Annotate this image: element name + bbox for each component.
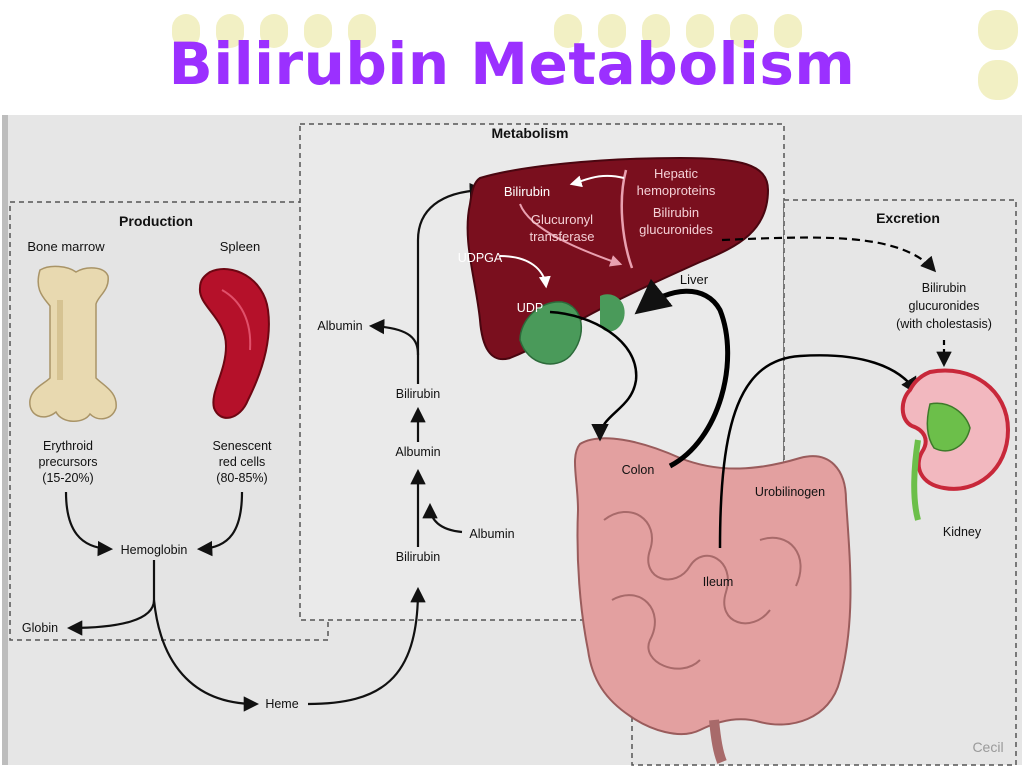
svg-text:(15-20%): (15-20%) bbox=[42, 471, 93, 485]
label-bilirubin-upper: Bilirubin bbox=[396, 387, 441, 401]
spleen-illustration bbox=[198, 268, 270, 419]
label-liver-bilirubin: Bilirubin bbox=[504, 184, 550, 199]
svg-text:Erythroid: Erythroid bbox=[43, 439, 93, 453]
svg-text:Bilirubin: Bilirubin bbox=[922, 281, 967, 295]
label-bilirubin-glucuronides-liver: Bilirubin glucuronides bbox=[639, 205, 713, 237]
svg-text:glucuronides: glucuronides bbox=[909, 299, 980, 313]
label-colon: Colon bbox=[622, 463, 655, 477]
metabolism-arrows bbox=[368, 182, 486, 547]
svg-text:(80-85%): (80-85%) bbox=[216, 471, 267, 485]
bone-marrow-illustration bbox=[29, 265, 117, 422]
production-arrows bbox=[64, 491, 426, 712]
label-senescent-red-cells: Senescent red cells (80-85%) bbox=[212, 439, 272, 485]
liver-arrows bbox=[499, 174, 625, 289]
svg-text:hemoproteins: hemoproteins bbox=[637, 183, 716, 198]
label-erythroid-precursors: Erythroid precursors (15-20%) bbox=[38, 439, 97, 485]
page-title: Bilirubin Metabolism bbox=[168, 30, 856, 98]
section-excretion: Excretion bbox=[876, 210, 940, 226]
bilirubin-diagram: Production Metabolism Excretion Bone mar… bbox=[2, 115, 1022, 766]
svg-text:Glucuronyl: Glucuronyl bbox=[531, 212, 593, 227]
label-kidney: Kidney bbox=[943, 525, 982, 539]
section-production: Production bbox=[119, 213, 193, 229]
label-heme: Heme bbox=[265, 697, 298, 711]
label-ileum: Ileum bbox=[703, 575, 734, 589]
label-bilirubin-glucuronides-excretion: Bilirubin glucuronides (with cholestasis… bbox=[896, 281, 992, 331]
label-udp: UDP bbox=[517, 301, 543, 315]
label-urobilinogen: Urobilinogen bbox=[755, 485, 825, 499]
label-glucuronyl-transferase: Glucuronyl transferase bbox=[529, 212, 594, 244]
label-bone-marrow: Bone marrow bbox=[27, 239, 105, 254]
svg-text:red cells: red cells bbox=[219, 455, 266, 469]
svg-text:(with cholestasis): (with cholestasis) bbox=[896, 317, 992, 331]
svg-text:transferase: transferase bbox=[529, 229, 594, 244]
label-albumin-top: Albumin bbox=[469, 527, 514, 541]
label-spleen: Spleen bbox=[220, 239, 260, 254]
label-udpga: UDPGA bbox=[458, 251, 503, 265]
label-bilirubin-lower: Bilirubin bbox=[396, 550, 441, 564]
intestine-illustration bbox=[574, 437, 852, 764]
svg-text:precursors: precursors bbox=[38, 455, 97, 469]
label-albumin-side: Albumin bbox=[317, 319, 362, 333]
label-hemoglobin: Hemoglobin bbox=[121, 543, 188, 557]
label-globin: Globin bbox=[22, 621, 58, 635]
decorative-dots-left bbox=[172, 10, 1018, 100]
section-metabolism: Metabolism bbox=[491, 125, 568, 141]
credit-label: Cecil bbox=[972, 739, 1003, 755]
svg-text:glucuronides: glucuronides bbox=[639, 222, 713, 237]
excretion-arrows bbox=[549, 236, 952, 549]
svg-text:Hepatic: Hepatic bbox=[654, 166, 699, 181]
label-albumin-mid: Albumin bbox=[395, 445, 440, 459]
svg-text:Senescent: Senescent bbox=[212, 439, 272, 453]
svg-text:Bilirubin: Bilirubin bbox=[653, 205, 699, 220]
kidney-illustration bbox=[900, 368, 1011, 521]
label-hepatic-hemoproteins: Hepatic hemoproteins bbox=[637, 166, 716, 198]
label-liver: Liver bbox=[680, 272, 709, 287]
